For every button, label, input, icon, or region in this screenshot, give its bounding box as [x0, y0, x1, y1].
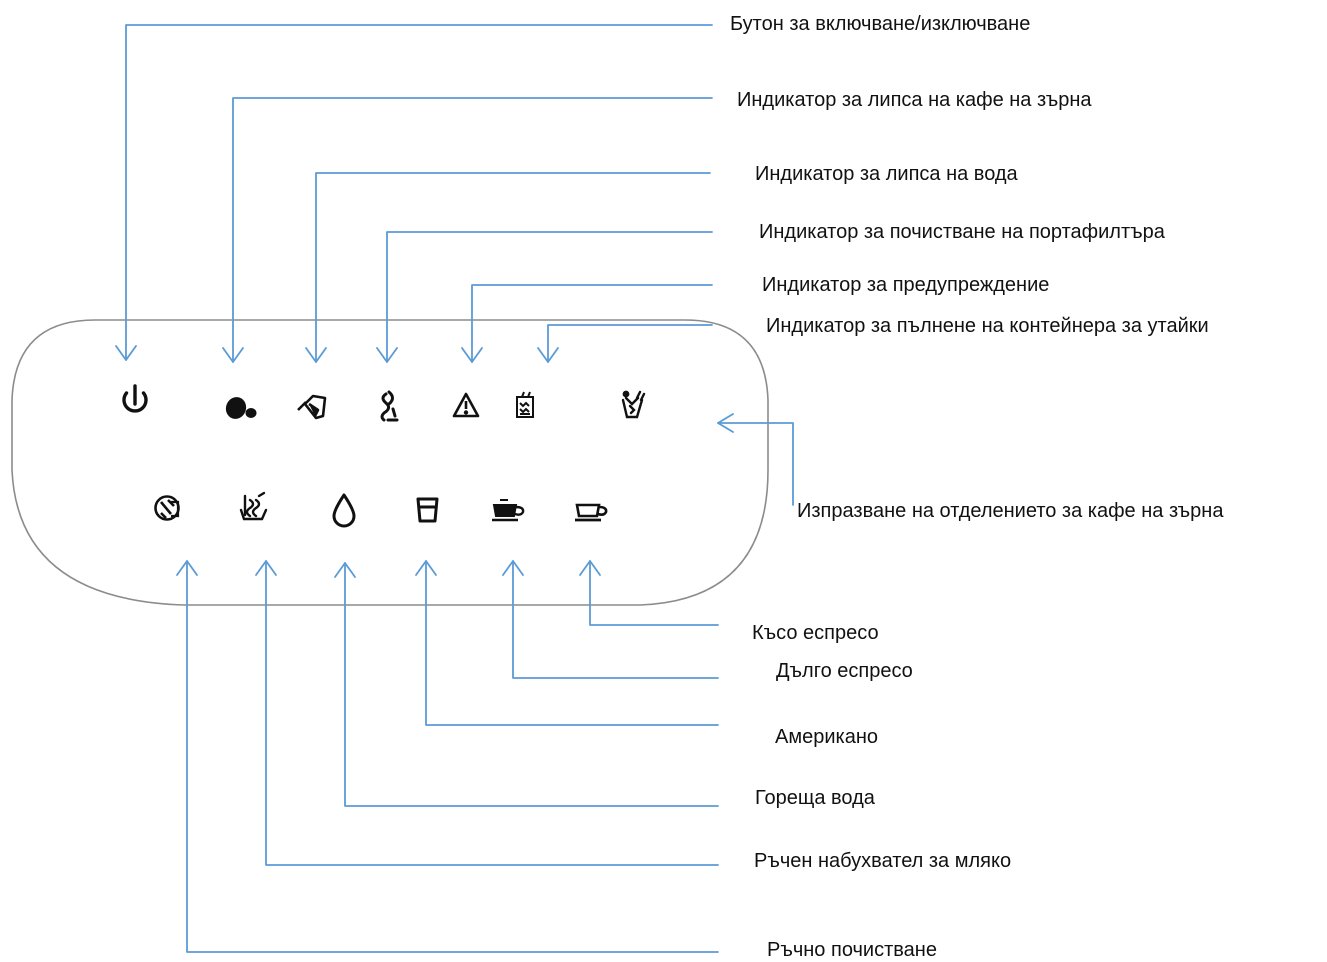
label-short-espresso: Късо еспресо — [752, 622, 879, 644]
label-grounds-container-full: Индикатор за пълнене на контейнера за ут… — [766, 315, 1209, 337]
leader-beans — [232, 97, 713, 363]
label-portafilter-cleaning: Индикатор за почистване на портафилтъра — [759, 221, 1165, 243]
leader-hot-water — [344, 562, 719, 807]
leader-water — [315, 172, 711, 363]
arrowhead-milk-frother — [255, 560, 277, 576]
coffee-beans-icon[interactable] — [223, 394, 257, 422]
label-warning: Индикатор за предупреждение — [762, 274, 1050, 296]
leader-milk-frother — [265, 560, 719, 866]
leader-empty-beans — [717, 422, 794, 506]
label-long-espresso: Дълго еспресо — [776, 660, 913, 682]
label-water-missing: Индикатор за липса на вода — [755, 163, 1018, 185]
empty-beans-icon[interactable] — [621, 390, 646, 419]
arrowhead-portafilter — [376, 347, 398, 363]
leader-grounds — [547, 324, 713, 363]
label-americano: Американо — [775, 726, 878, 748]
arrowhead-hot-water — [334, 562, 356, 578]
power-icon[interactable] — [122, 384, 148, 413]
arrowhead-water — [305, 347, 327, 363]
arrowhead-long-espresso — [502, 560, 524, 576]
long-espresso-cup-icon[interactable] — [492, 499, 525, 522]
arrowhead-manual-cleaning — [176, 560, 198, 576]
leader-portafilter — [386, 231, 713, 363]
arrowhead-empty-beans — [717, 413, 734, 433]
water-tank-icon[interactable] — [297, 394, 327, 420]
leader-americano — [425, 560, 719, 726]
portafilter-cleaning-icon[interactable] — [380, 390, 399, 422]
label-beans-missing: Индикатор за липса на кафе на зърна — [737, 89, 1092, 111]
americano-glass-icon[interactable] — [416, 497, 439, 523]
leader-manual-cleaning — [186, 560, 719, 953]
arrowhead-americano — [415, 560, 437, 576]
label-power-button: Бутон за включване/изключване — [730, 13, 1031, 35]
leader-long-espresso — [512, 560, 719, 679]
manual-cleaning-icon[interactable] — [154, 495, 180, 521]
control-panel-outline — [11, 319, 769, 606]
arrowhead-power — [115, 345, 137, 361]
label-empty-bean-compartment: Изпразване на отделението за кафе на зър… — [797, 500, 1224, 522]
grounds-container-icon[interactable] — [516, 391, 534, 418]
label-hot-water: Гореща вода — [755, 787, 875, 809]
warning-triangle-icon[interactable] — [452, 392, 480, 418]
arrowhead-beans — [222, 347, 244, 363]
label-manual-cleaning: Ръчно почистване — [767, 939, 937, 961]
leader-short-espresso — [589, 560, 719, 626]
arrowhead-short-espresso — [579, 560, 601, 576]
leader-warning — [471, 284, 713, 363]
arrowhead-grounds — [537, 347, 559, 363]
leader-power — [125, 24, 713, 361]
water-drop-icon[interactable] — [332, 493, 356, 528]
milk-frother-icon[interactable] — [239, 491, 268, 521]
arrowhead-warning — [461, 347, 483, 363]
label-manual-milk-frother: Ръчен набухвател за мляко — [754, 850, 1012, 872]
short-espresso-cup-icon[interactable] — [575, 503, 608, 522]
